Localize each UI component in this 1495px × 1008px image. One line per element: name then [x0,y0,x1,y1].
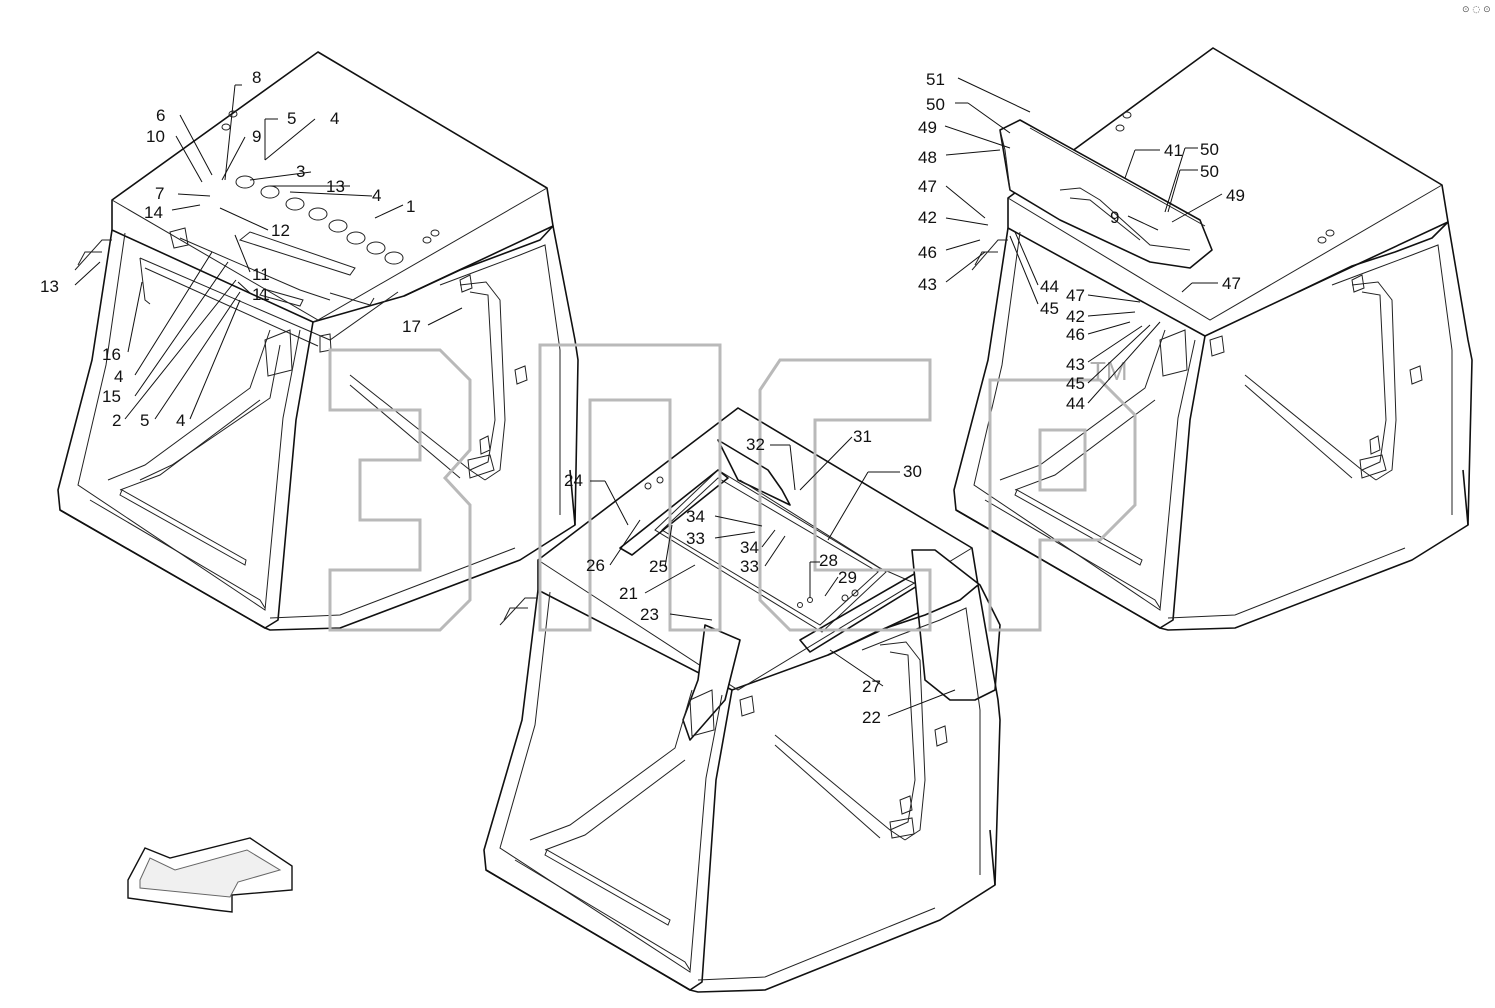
cab-left [57,51,579,631]
label-7: 7 [155,184,164,203]
label-43: 43 [918,275,937,294]
label-32: 32 [746,435,765,454]
label-11: 11 [252,265,270,284]
cab-right [953,47,1473,631]
label-1: 1 [406,197,415,216]
label-30: 30 [903,462,922,481]
label-3: 3 [296,162,305,181]
label-49: 49 [918,118,937,137]
label-17: 17 [402,317,421,336]
label-13: 13 [40,277,59,296]
label-4: 4 [372,186,381,205]
label-33: 33 [686,529,705,548]
label-24: 24 [564,471,583,490]
leader-lines [74,77,1223,717]
direction-arrow [127,837,293,913]
watermark: TM [328,343,1137,632]
label-26: 26 [586,556,605,575]
label-6: 6 [156,106,165,125]
label-42: 42 [1066,307,1085,326]
label-29: 29 [838,568,857,587]
label-50: 50 [1200,140,1219,159]
label-49: 49 [1226,186,1245,205]
cab-center [483,407,1001,993]
label-15: 15 [102,387,121,406]
label-50: 50 [926,95,945,114]
label-14: 14 [144,203,163,222]
label-47: 47 [1066,286,1085,305]
label-44: 44 [1066,394,1085,413]
label-2: 2 [112,411,121,430]
label-42: 42 [918,208,937,227]
label-21: 21 [619,584,638,603]
label-45: 45 [1040,299,1059,318]
label-13: 13 [326,177,345,196]
label-5: 5 [140,411,149,430]
label-12: 12 [271,221,290,240]
label-45: 45 [1066,374,1085,393]
label-34: 34 [740,538,759,557]
label-9: 9 [252,127,261,146]
label-51: 51 [926,70,945,89]
label-27: 27 [862,677,881,696]
label-23: 23 [640,605,659,624]
corner-mark: ⊙ ◌ ⊙ [1462,5,1491,15]
label-31: 31 [853,427,872,446]
label-47: 47 [918,177,937,196]
label-4: 4 [330,109,339,128]
label-10: 10 [146,127,165,146]
label-28: 28 [819,551,838,570]
label-46: 46 [918,243,937,262]
label-43: 43 [1066,355,1085,374]
label-5: 5 [287,109,296,128]
label-4: 4 [114,367,123,386]
label-50: 50 [1200,162,1219,181]
watermark-tm: TM [1090,356,1128,386]
label-44: 44 [1040,277,1059,296]
part-labels: 1 2 3 4 4 4 4 5 5 6 7 8 9 10 11 11 12 13… [40,68,1245,727]
label-47: 47 [1222,274,1241,293]
label-8: 8 [252,68,261,87]
label-25: 25 [649,557,668,576]
label-48: 48 [918,148,937,167]
label-34: 34 [686,507,705,526]
label-46: 46 [1066,325,1085,344]
label-11: 11 [252,285,270,304]
label-16: 16 [102,345,121,364]
label-22: 22 [862,708,881,727]
label-41: 41 [1164,141,1183,160]
label-33: 33 [740,557,759,576]
label-4: 4 [176,411,185,430]
label-9: 9 [1110,208,1119,227]
